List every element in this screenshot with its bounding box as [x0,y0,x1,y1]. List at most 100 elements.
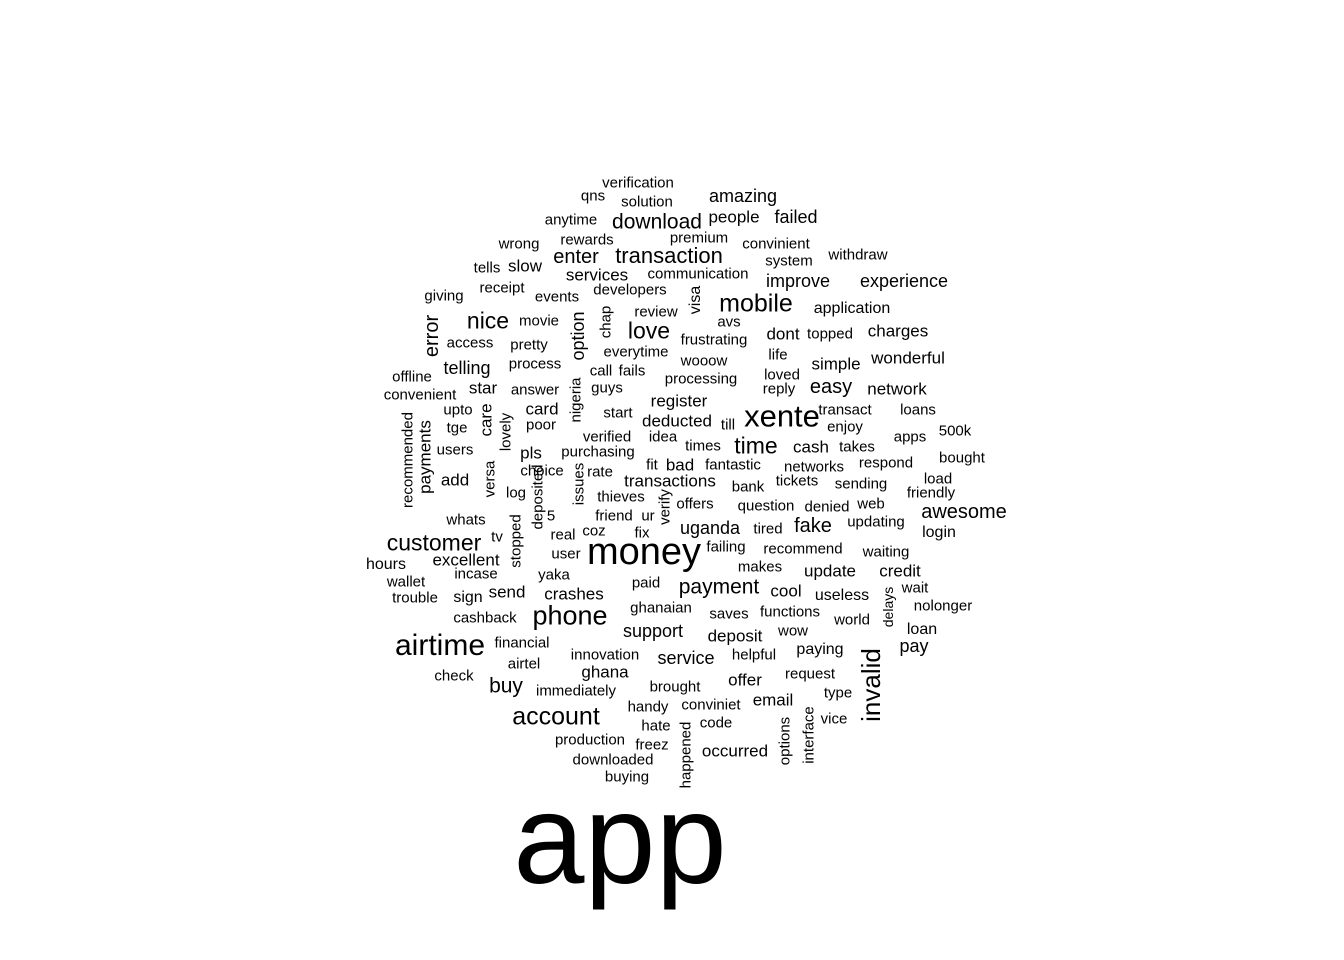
cloud-word: conviniet [681,696,741,714]
cloud-word: simple [811,354,861,374]
cloud-word: register [650,391,708,411]
cloud-word: tickets [775,472,819,490]
cloud-word: access [446,334,494,352]
cloud-word: start [603,404,633,422]
cloud-word: vice [820,710,848,728]
cloud-word: upto [443,401,473,419]
cloud-word: brought [649,678,701,696]
cloud-word: convinient [742,235,810,253]
cloud-word: type [823,684,853,702]
cloud-word: question [737,497,795,515]
cloud-word: wrong [498,235,540,253]
cloud-word: charges [867,321,929,341]
cloud-word: paid [631,574,661,592]
cloud-word: updating [847,513,905,531]
cloud-word: care [476,403,496,437]
cloud-word: phone [532,600,608,631]
cloud-word: communication [647,265,749,283]
cloud-word: fit [646,456,658,474]
cloud-word: bought [939,449,985,467]
cloud-word: yaka [538,566,570,584]
cloud-word: nice [466,307,510,334]
cloud-word: crashes [544,584,604,604]
cloud-word: premium [669,229,729,247]
cloud-word: xente [744,398,820,434]
cloud-word: wooow [680,352,728,370]
cloud-word: ghana [581,662,629,682]
cloud-word: avs [717,313,741,331]
cloud-word: stopped [507,514,525,568]
cloud-word: whats [446,511,486,529]
cloud-word: bad [665,455,695,475]
cloud-word: web [857,495,885,513]
cloud-word: loved [764,366,800,384]
cloud-word: offers [676,495,714,513]
cloud-word: failed [774,207,818,227]
cloud-word: star [468,378,498,398]
cloud-word: paying [796,641,844,658]
cloud-word: download [612,210,702,234]
cloud-word: deposited [529,464,547,530]
cloud-word: pretty [510,336,548,354]
cloud-word: money [586,531,702,573]
cloud-word: topped [807,325,853,343]
cloud-word: friendly [906,484,956,502]
cloud-word: application [813,300,891,317]
cloud-word: tells [473,259,501,277]
cloud-word: customer [386,529,482,556]
cloud-word: app [513,768,727,911]
cloud-word: easy [809,376,853,398]
cloud-word: users [436,441,474,459]
cloud-word: wonderful [871,348,945,368]
cloud-word: apps [893,428,927,446]
cloud-word: enter [553,246,599,268]
cloud-word: failing [706,538,746,556]
cloud-word: deducted [642,411,712,431]
cloud-word: world [834,611,870,629]
cloud-word: card [525,399,559,419]
cloud-word: service [657,648,715,668]
cloud-word: friend [595,507,633,525]
cloud-word: hours [365,556,407,573]
cloud-word: code [699,714,733,732]
cloud-word: poor [525,416,557,434]
cloud-word: cool [770,581,802,601]
cloud-word: transaction [615,243,723,268]
cloud-word: incase [454,565,498,583]
cloud-word: deposit [707,626,763,646]
cloud-word: awesome [921,501,1007,523]
cloud-word: user [551,545,581,563]
cloud-word: slow [507,256,543,276]
cloud-word: interface [800,706,818,764]
cloud-word: denied [804,498,850,516]
cloud-word: recommended [399,412,417,508]
cloud-word: hate [641,717,671,735]
cloud-word: tv [491,528,503,546]
cloud-word: loans [900,401,936,419]
cloud-word: idea [648,428,678,446]
cloud-word: fails [618,362,646,380]
cloud-word: frustrating [680,331,748,349]
cloud-word: update [804,561,856,581]
cloud-word: option [568,311,588,361]
cloud-word: giving [424,287,464,305]
cloud-word: handy [627,698,669,716]
cloud-word: cashback [453,609,517,627]
cloud-word: withdraw [828,246,888,264]
cloud-word: telling [443,358,491,378]
cloud-word: services [565,265,629,285]
cloud-word: financial [494,634,550,652]
cloud-word: movie [518,312,560,330]
cloud-word: network [867,379,927,399]
cloud-word: helpful [731,646,777,664]
cloud-word: takes [839,438,875,456]
cloud-word: qns [580,187,606,205]
cloud-word: waiting [862,543,910,561]
cloud-word: load [923,470,953,488]
cloud-word: mobile [719,289,793,318]
cloud-word: buying [604,768,650,786]
cloud-word: pay [899,636,929,656]
cloud-word: ur [641,507,655,525]
cloud-word: call [589,362,613,380]
cloud-word: production [554,731,626,749]
